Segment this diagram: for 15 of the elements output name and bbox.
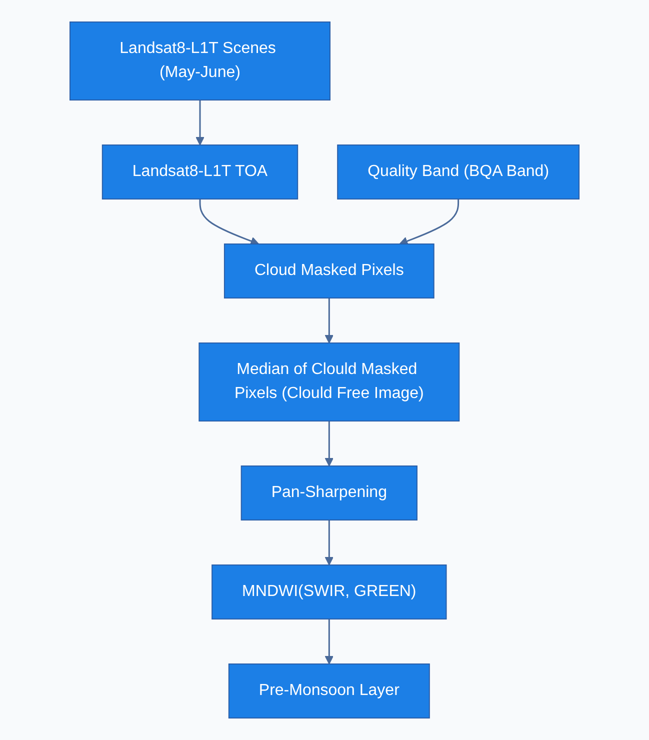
node-box: Pre-Monsoon Layer	[228, 663, 430, 718]
node-box: Pan-Sharpening	[240, 466, 418, 520]
arrow	[324, 520, 334, 566]
node-box: Quality Band (BQA Band)	[337, 144, 580, 200]
arrow	[196, 100, 204, 146]
node-box: Landsat8-L1T Scenes (May-June)	[69, 22, 330, 100]
node-box: Cloud Masked Pixels	[224, 244, 434, 298]
arrow	[199, 199, 260, 246]
arrow	[324, 421, 334, 466]
arrow	[324, 298, 334, 344]
node-box: Median of Clould Masked Pixels (Clould Free Image)	[198, 342, 460, 422]
node-box: MNDWI(SWIR, GREEN)	[212, 564, 447, 620]
node-box: Landsat8-L1T TOA	[102, 144, 298, 200]
arrow	[324, 618, 334, 664]
arrow	[399, 199, 460, 246]
